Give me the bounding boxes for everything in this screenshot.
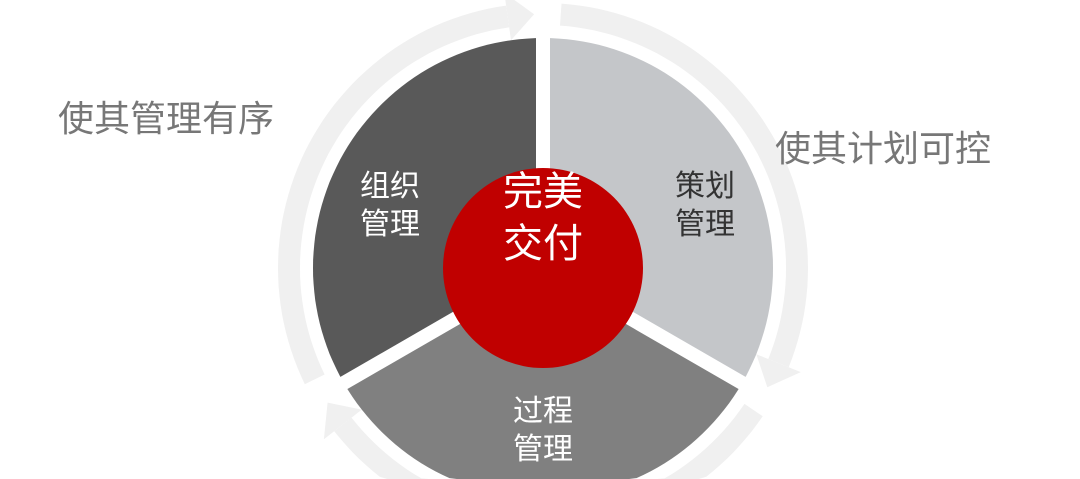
organize-line1: 组织 bbox=[360, 169, 420, 204]
process-line1: 过程 bbox=[513, 394, 573, 429]
center-circle bbox=[443, 168, 643, 368]
arrowhead-icon bbox=[323, 402, 362, 440]
sector-process bbox=[343, 268, 743, 479]
center-line1: 完美 bbox=[503, 169, 583, 215]
organize-line2: 管理 bbox=[360, 207, 420, 242]
plan-line1: 策划 bbox=[675, 169, 735, 204]
arrowhead-icon bbox=[756, 354, 801, 388]
segment-label-organize: 组织管理 bbox=[350, 168, 430, 244]
left-side-label: 使其管理有序 bbox=[58, 99, 275, 140]
arrowhead-icon bbox=[505, 0, 535, 41]
center-line2: 交付 bbox=[503, 221, 583, 267]
center-label: 完美交付 bbox=[443, 166, 643, 270]
segment-label-plan: 策划管理 bbox=[665, 168, 745, 244]
process-line2: 管理 bbox=[513, 432, 573, 467]
plan-line2: 管理 bbox=[675, 207, 735, 242]
ring-arc bbox=[560, 3, 808, 368]
ring-arc bbox=[278, 5, 510, 385]
segment-label-process: 过程管理 bbox=[503, 393, 583, 469]
right-side-label: 使其计划可控 bbox=[775, 129, 992, 170]
ring-arc bbox=[334, 403, 763, 479]
